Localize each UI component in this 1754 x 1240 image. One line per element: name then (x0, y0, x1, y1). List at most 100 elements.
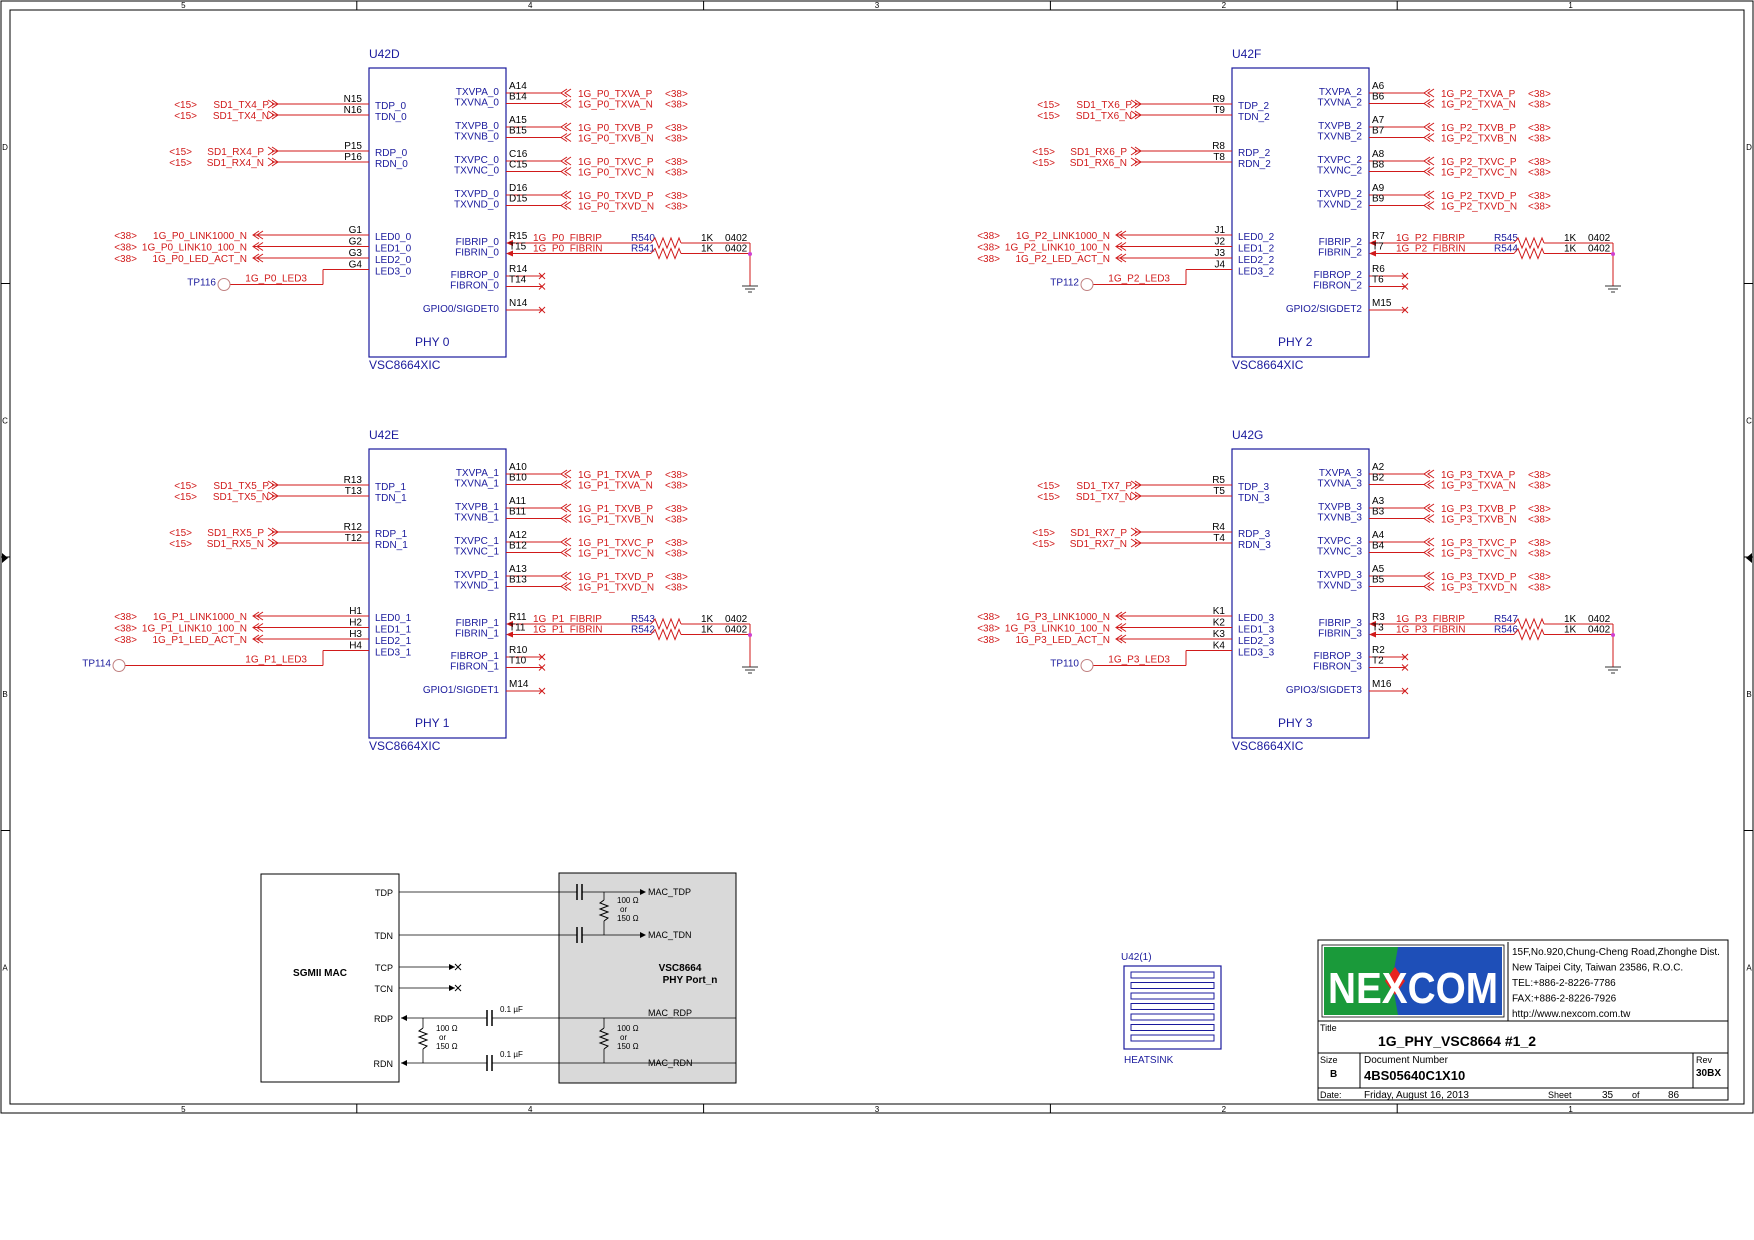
offpage-connector-icon (1115, 253, 1127, 263)
mac-pin-label: TDN (375, 931, 394, 941)
mac-pin-label: RDN (374, 1059, 394, 1069)
pin-number: H4 (349, 641, 362, 652)
page-ref: <38> (1528, 157, 1551, 168)
sgmii-mac-box (260, 873, 400, 1083)
mac-pin-label: TCN (375, 984, 394, 994)
pin-number: N16 (344, 105, 363, 116)
pin-number: B12 (509, 541, 527, 552)
pin-number: A13 (509, 564, 527, 575)
offpage-connector-icon (560, 190, 572, 200)
net-label: 1G_P1_TXVD_P (578, 572, 654, 583)
pin-name: GPIO0/SIGDET0 (423, 304, 500, 315)
net-label: 1G_P2_TXVD_N (1441, 202, 1517, 213)
offpage-connector-icon (267, 480, 279, 490)
page-ref: <38> (1528, 538, 1551, 549)
page-ref: <15> (1032, 528, 1055, 539)
center-mark-icon (2, 553, 8, 563)
phy-label: PHY 2 (1278, 335, 1313, 349)
page-ref: <38> (665, 470, 688, 481)
testpoint-icon (1080, 278, 1094, 291)
offpage-connector-icon (560, 156, 572, 166)
page-ref: <38> (1528, 100, 1551, 111)
resistor-symbol (650, 628, 682, 641)
page-ref: <38> (1528, 191, 1551, 202)
pin-name: TXVNB_3 (1318, 513, 1363, 524)
resistor-refdes: R542 (631, 625, 655, 636)
page-ref: <38> (665, 100, 688, 111)
testpoint-icon (1080, 659, 1094, 672)
pin-name: TXVNB_0 (455, 132, 500, 143)
heatsink-refdes: U42(1) (1121, 952, 1152, 963)
zone-label: A (2, 963, 8, 972)
pin-number: B8 (1372, 160, 1385, 171)
no-connect-mark (538, 687, 546, 695)
pin-number: K3 (1213, 629, 1226, 640)
resistor-refdes: R545 (1494, 233, 1518, 244)
pin-number: M15 (1372, 298, 1392, 309)
offpage-connector-icon (252, 611, 264, 621)
page-ref: <38> (1528, 202, 1551, 213)
pin-name: RDN_2 (1238, 159, 1271, 170)
net-label: 1G_P3_LED3 (1108, 655, 1170, 666)
page-ref: <15> (1037, 481, 1060, 492)
heatsink-fin (1130, 1013, 1215, 1021)
net-label: 1G_P1_LINK1000_N (153, 612, 247, 623)
resistor-value: 1K (701, 244, 714, 255)
page-ref: <38> (114, 635, 137, 646)
rev-caption: Rev (1696, 1055, 1713, 1065)
junction-dot (1611, 252, 1615, 256)
page-ref: <15> (169, 158, 192, 169)
offpage-connector-icon (267, 538, 279, 548)
page-ref: <38> (665, 538, 688, 549)
offpage-connector-icon (1115, 634, 1127, 644)
pin-arrow-icon (506, 240, 513, 246)
net-label: 1G_P3_LINK1000_N (1016, 612, 1110, 623)
pin-name: LED1_2 (1238, 244, 1275, 255)
pin-number: A8 (1372, 149, 1385, 160)
document-title: 1G_PHY_VSC8664 #1_2 (1378, 1033, 1536, 1049)
net-label: 1G_P3_TXVA_P (1441, 470, 1516, 481)
pin-name: FIBRIP_1 (456, 618, 500, 629)
pin-name: LED3_1 (375, 648, 412, 659)
pin-name: LED2_3 (1238, 636, 1275, 647)
resistor-symbol (1513, 628, 1545, 641)
zone-label: 1 (1568, 1, 1573, 10)
res-alt: 150 Ω (436, 1042, 458, 1051)
resistor-value: 1K (701, 233, 714, 244)
page-ref: <38> (665, 191, 688, 202)
net-label: 1G_P0_TXVD_P (578, 191, 654, 202)
testpoint-label: TP112 (1050, 278, 1079, 289)
resistor-symbol (650, 236, 682, 250)
pin-name: LED0_1 (375, 613, 412, 624)
net-label: SD1_TX5_N (213, 492, 269, 503)
pin-name: RDP_1 (375, 529, 408, 540)
pin-name: TXVNA_1 (455, 479, 500, 490)
offpage-connector-icon (1423, 156, 1435, 166)
pin-name: TXVND_0 (454, 200, 499, 211)
page-ref: <38> (114, 254, 137, 265)
pin-name: FIBRIP_2 (1319, 237, 1363, 248)
offpage-connector-icon (560, 582, 572, 591)
res-value: 100 Ω (617, 1024, 639, 1033)
pin-number: T14 (509, 275, 527, 286)
pin-number: J3 (1214, 248, 1225, 259)
page-ref: <15> (1037, 111, 1060, 122)
res-or: or (620, 1033, 627, 1042)
pin-number: B2 (1372, 473, 1385, 484)
page-ref: <38> (665, 549, 688, 560)
pin-name: TXVND_3 (1317, 581, 1362, 592)
pin-name: FIBRON_0 (450, 281, 499, 292)
resistor-package: 0402 (725, 244, 748, 255)
offpage-connector-icon (1423, 190, 1435, 200)
net-label: 1G_P2_TXVD_P (1441, 191, 1517, 202)
no-connect-mark (538, 272, 546, 280)
pin-name: TXVPC_1 (455, 536, 500, 547)
offpage-connector-icon (1423, 122, 1435, 132)
offpage-connector-icon (267, 527, 279, 537)
pin-name: FIBROP_0 (451, 270, 500, 281)
res-value: 100 Ω (617, 896, 639, 905)
resistor-package: 0402 (1588, 233, 1611, 244)
pin-number: G1 (349, 225, 363, 236)
